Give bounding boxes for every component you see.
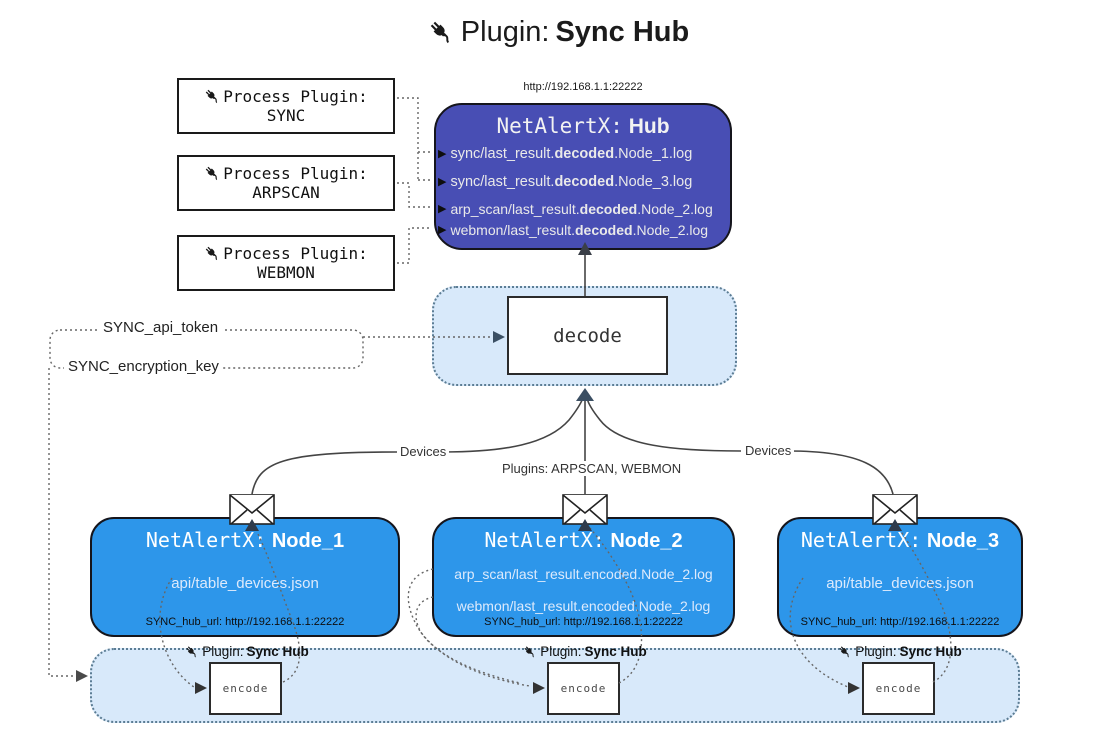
node-file: api/table_devices.json	[171, 575, 319, 592]
node-box-node-2: NetAlertX: Node_2 arp_scan/last_result.e…	[432, 517, 735, 637]
plug-icon	[205, 166, 218, 181]
sync-api-token-label: SYNC_api_token	[99, 319, 223, 336]
arrow-right-icon: ▶	[438, 223, 447, 236]
process-plugin-label: Process Plugin:	[223, 164, 368, 183]
node-title: NetAlertX: Node_2	[484, 528, 683, 552]
node-file: api/table_devices.json	[826, 575, 974, 592]
node-box-node-1: NetAlertX: Node_1 api/table_devices.json…	[90, 517, 400, 637]
encode-plugin-label-3: Plugin: Sync Hub	[836, 643, 964, 660]
arrow-right-icon: ▶	[438, 175, 447, 188]
encode-plugin-label-1: Plugin: Sync Hub	[183, 643, 311, 660]
plug-icon	[205, 89, 218, 104]
hub-title-name: Hub	[628, 115, 670, 138]
arrow-right-icon: ▶	[438, 202, 447, 215]
encode-box-1: encode	[209, 662, 282, 715]
node-hub-url: SYNC_hub_url: http://192.168.1.1:22222	[145, 616, 345, 628]
node-box-node-3: NetAlertX: Node_3 api/table_devices.json…	[777, 517, 1023, 637]
connector-plugins-to-hub	[397, 97, 430, 264]
page-title: Plugin: Sync Hub	[0, 16, 1117, 49]
page-title-prefix: Plugin:	[460, 16, 550, 48]
process-plugin-name: WEBMON	[257, 263, 315, 282]
hub-title: NetAlertX: Hub	[436, 114, 730, 139]
node-title: NetAlertX: Node_3	[800, 528, 1000, 552]
hub-log-line: ▶arp_scan/last_result.decoded.Node_2.log	[438, 201, 713, 217]
plug-icon	[205, 246, 218, 261]
plug-icon	[430, 21, 449, 44]
plug-icon	[524, 645, 535, 657]
hub-log-line: ▶sync/last_result.decoded.Node_1.log	[438, 146, 693, 162]
node-hub-url: SYNC_hub_url: http://192.168.1.1:22222	[800, 616, 1000, 628]
process-plugin-label: Process Plugin:	[223, 87, 368, 106]
sync-encryption-key-label: SYNC_encryption_key	[64, 358, 223, 375]
hub-box: NetAlertX: Hub ▶sync/last_result.decoded…	[434, 103, 732, 250]
hub-title-prefix: NetAlertX:	[496, 114, 623, 138]
process-plugin-name: SYNC	[266, 106, 306, 125]
process-plugin-box-arpscan: Process Plugin: ARPSCAN	[177, 155, 395, 211]
hub-url-label: http://192.168.1.1:22222	[523, 81, 643, 93]
node-title: NetAlertX: Node_1	[145, 528, 345, 552]
encode-box-2: encode	[547, 662, 620, 715]
process-plugin-label: Process Plugin:	[223, 244, 368, 263]
plug-icon	[839, 645, 850, 657]
page-title-name: Sync Hub	[555, 16, 690, 48]
process-plugin-box-webmon: Process Plugin: WEBMON	[177, 235, 395, 291]
edge-label-devices-left: Devices	[397, 444, 450, 459]
hub-log-line: ▶sync/last_result.decoded.Node_3.log	[438, 174, 693, 190]
plug-icon	[186, 645, 197, 657]
node-hub-url: SYNC_hub_url: http://192.168.1.1:22222	[484, 616, 683, 628]
process-plugin-name: ARPSCAN	[252, 183, 320, 202]
encode-box-3: encode	[862, 662, 935, 715]
process-plugin-box-sync: Process Plugin: SYNC	[177, 78, 395, 134]
encode-plugin-label-2: Plugin: Sync Hub	[521, 643, 649, 660]
arrow-right-icon: ▶	[438, 147, 447, 160]
edge-label-devices-right: Devices	[742, 443, 795, 458]
hub-log-line: ▶webmon/last_result.decoded.Node_2.log	[438, 222, 709, 238]
node-file: arp_scan/last_result.encoded.Node_2.log	[454, 566, 713, 582]
decode-box: decode	[507, 296, 668, 375]
connector-nodes-to-decode	[251, 388, 894, 495]
edge-label-plugins: Plugins: ARPSCAN, WEBMON	[499, 461, 681, 476]
